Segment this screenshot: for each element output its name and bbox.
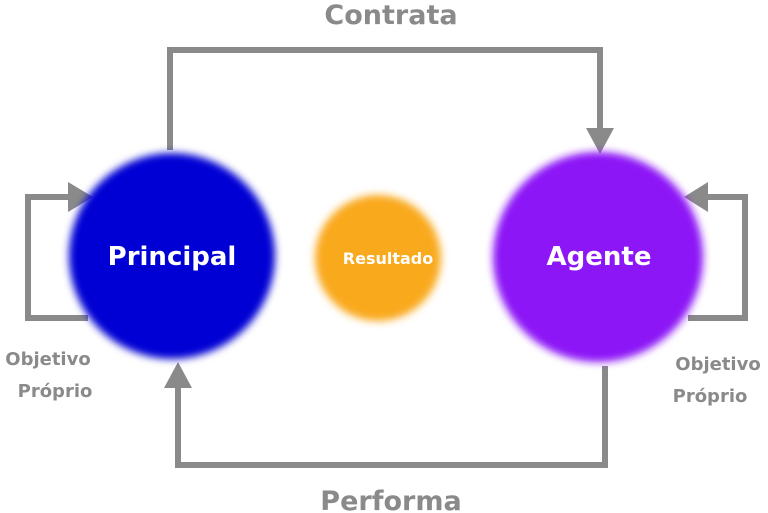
principal-node bbox=[69, 153, 275, 359]
contrata-label: Contrata bbox=[324, 0, 457, 31]
agente-node bbox=[493, 152, 703, 362]
contrata-arrow bbox=[167, 47, 614, 154]
principal-label: Principal bbox=[108, 242, 237, 272]
principal-objective-line2: Próprio bbox=[18, 381, 93, 402]
resultado-node bbox=[315, 195, 441, 321]
performa-label: Performa bbox=[320, 486, 461, 513]
resultado-label: Resultado bbox=[343, 249, 433, 268]
agente-self-loop-arrow bbox=[684, 182, 748, 321]
agente-label: Agente bbox=[547, 242, 652, 272]
principal-objective-line1: Objetivo bbox=[5, 349, 90, 370]
agente-objective-line1: Objetivo bbox=[675, 354, 760, 375]
performa-arrow bbox=[164, 362, 608, 468]
agente-objective-line2: Próprio bbox=[673, 386, 748, 407]
principal-self-loop-arrow bbox=[25, 182, 93, 321]
